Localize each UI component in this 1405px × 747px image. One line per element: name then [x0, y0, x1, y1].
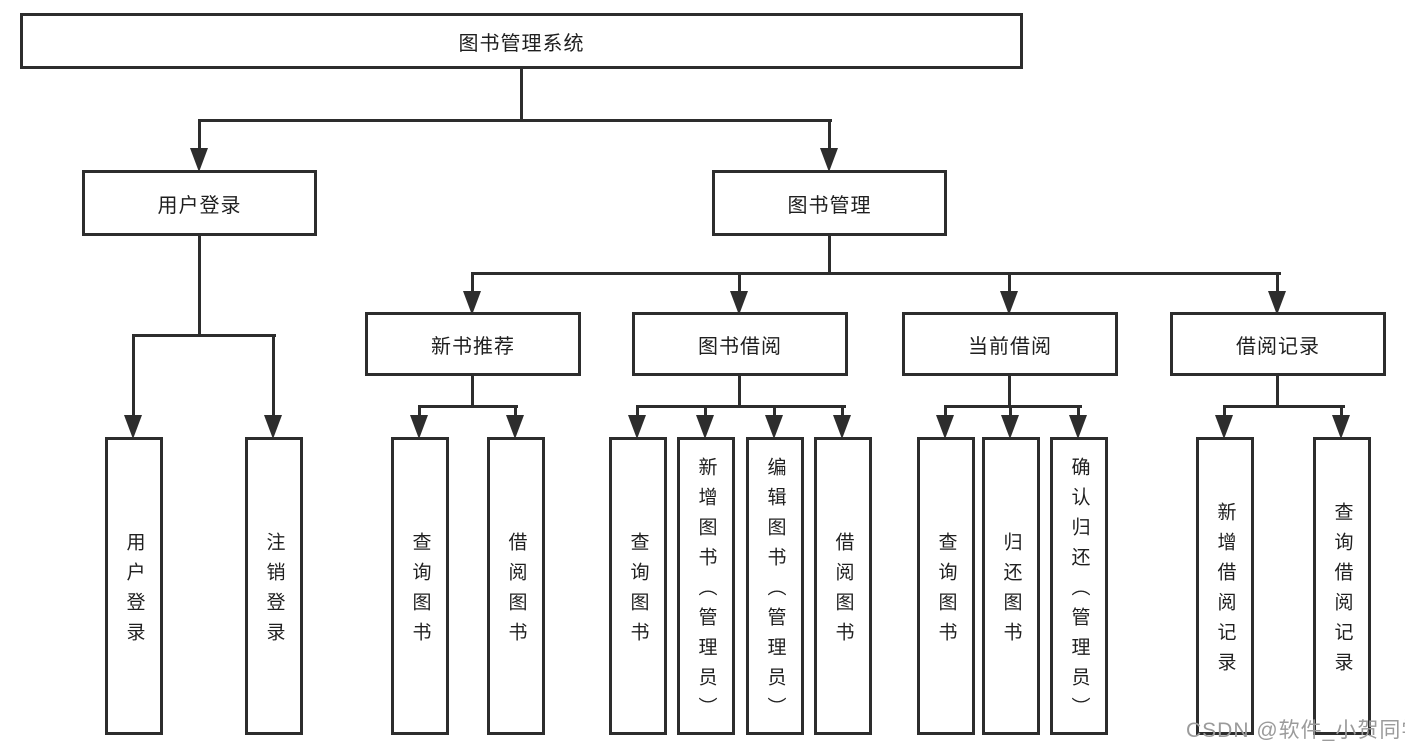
- leaf-edit-books-admin: 编辑图书（管理员）: [746, 437, 804, 735]
- connector-line: [828, 119, 831, 151]
- csdn-watermark: CSDN @软件_小贺同学: [1186, 719, 1405, 742]
- connector-line: [1077, 405, 1080, 418]
- node-current-borrow: 当前借阅: [902, 312, 1118, 376]
- leaf-label: 注销登录: [263, 531, 285, 652]
- arrow-down-icon: [628, 415, 646, 439]
- node-user-login: 用户登录: [82, 170, 317, 236]
- arrow-down-icon: [730, 291, 748, 315]
- connector-line: [944, 405, 1082, 408]
- node-label: 借阅记录: [1236, 335, 1320, 358]
- connector-line: [773, 405, 776, 418]
- node-root-library-system: 图书管理系统: [20, 13, 1023, 69]
- leaf-confirm-return-admin: 确认归还（管理员）: [1050, 437, 1108, 735]
- leaf-query-books-borrow: 查询图书: [609, 437, 667, 735]
- node-borrow-records: 借阅记录: [1170, 312, 1386, 376]
- arrow-down-icon: [1000, 291, 1018, 315]
- node-new-book-recommend: 新书推荐: [365, 312, 581, 376]
- node-label: 图书借阅: [698, 335, 782, 358]
- arrow-down-icon: [820, 148, 838, 172]
- leaf-label: 查询图书: [409, 531, 431, 652]
- leaf-query-books-current: 查询图书: [917, 437, 975, 735]
- connector-line: [520, 69, 523, 122]
- connector-line: [272, 334, 275, 418]
- connector-line: [1340, 405, 1343, 418]
- connector-line: [738, 272, 741, 294]
- arrow-down-icon: [765, 415, 783, 439]
- leaf-label: 确认归还（管理员）: [1068, 456, 1090, 727]
- connector-line: [514, 405, 517, 418]
- connector-line: [636, 405, 639, 418]
- leaf-query-books-recommend: 查询图书: [391, 437, 449, 735]
- arrow-down-icon: [833, 415, 851, 439]
- connector-line: [1008, 272, 1011, 294]
- connector-line: [704, 405, 707, 418]
- arrow-down-icon: [1001, 415, 1019, 439]
- connector-line: [1223, 405, 1226, 418]
- leaf-borrow-books-recommend: 借阅图书: [487, 437, 545, 735]
- arrow-down-icon: [936, 415, 954, 439]
- connector-line: [841, 405, 844, 418]
- connector-line: [132, 334, 135, 418]
- arrow-down-icon: [124, 415, 142, 439]
- arrow-down-icon: [1215, 415, 1233, 439]
- leaf-label: 借阅图书: [505, 531, 527, 652]
- leaf-label: 查询图书: [627, 531, 649, 652]
- arrow-down-icon: [190, 148, 208, 172]
- leaf-label: 查询借阅记录: [1331, 501, 1353, 682]
- leaf-add-borrow-record: 新增借阅记录: [1196, 437, 1254, 735]
- connector-line: [198, 119, 832, 122]
- leaf-query-borrow-record: 查询借阅记录: [1313, 437, 1371, 735]
- arrow-down-icon: [463, 291, 481, 315]
- leaf-label: 新增图书（管理员）: [695, 456, 717, 727]
- connector-line: [471, 272, 1281, 275]
- leaf-return-books: 归还图书: [982, 437, 1040, 735]
- connector-line: [418, 405, 518, 408]
- connector-line: [198, 119, 201, 151]
- connector-line: [132, 334, 276, 337]
- node-label: 用户登录: [157, 194, 242, 217]
- connector-line: [944, 405, 947, 418]
- arrow-down-icon: [506, 415, 524, 439]
- node-label: 图书管理系统: [458, 32, 585, 55]
- node-label: 新书推荐: [431, 335, 515, 358]
- leaf-label: 新增借阅记录: [1214, 501, 1236, 682]
- arrow-down-icon: [1268, 291, 1286, 315]
- leaf-user-login: 用户登录: [105, 437, 163, 735]
- leaf-logout: 注销登录: [245, 437, 303, 735]
- connector-line: [198, 233, 201, 337]
- connector-line: [1276, 272, 1279, 294]
- arrow-down-icon: [264, 415, 282, 439]
- connector-line: [471, 272, 474, 294]
- connector-line: [828, 233, 831, 275]
- connector-line: [738, 374, 741, 408]
- connector-line: [1009, 405, 1012, 418]
- leaf-label: 编辑图书（管理员）: [764, 456, 786, 727]
- connector-line: [636, 405, 846, 408]
- node-label: 当前借阅: [968, 335, 1052, 358]
- connector-line: [1276, 374, 1279, 408]
- connector-line: [1008, 374, 1011, 408]
- leaf-borrow-books: 借阅图书: [814, 437, 872, 735]
- leaf-label: 归还图书: [1000, 531, 1022, 652]
- leaf-label: 查询图书: [935, 531, 957, 652]
- connector-line: [1223, 405, 1345, 408]
- connector-line: [471, 374, 474, 408]
- node-label: 图书管理: [787, 194, 872, 217]
- leaf-label: 借阅图书: [832, 531, 854, 652]
- node-book-borrow: 图书借阅: [632, 312, 848, 376]
- node-book-management: 图书管理: [712, 170, 947, 236]
- connector-line: [418, 405, 421, 418]
- leaf-add-books-admin: 新增图书（管理员）: [677, 437, 735, 735]
- leaf-label: 用户登录: [123, 531, 145, 652]
- arrow-down-icon: [1069, 415, 1087, 439]
- arrow-down-icon: [410, 415, 428, 439]
- arrow-down-icon: [696, 415, 714, 439]
- arrow-down-icon: [1332, 415, 1350, 439]
